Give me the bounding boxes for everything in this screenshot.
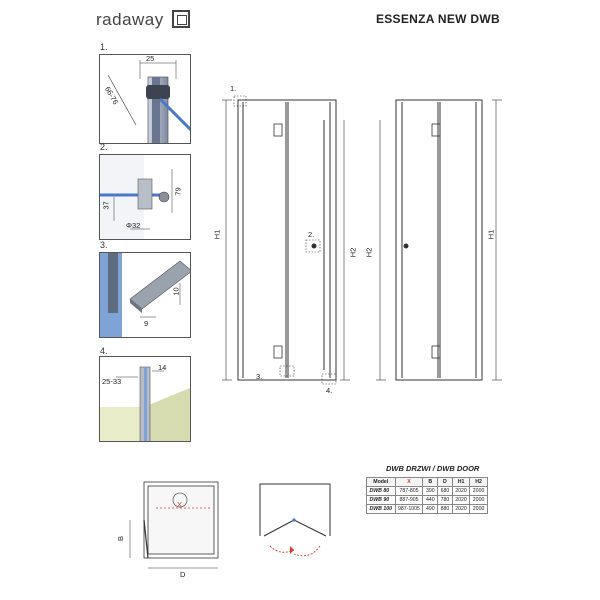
detail-4-illustration (100, 366, 190, 441)
detail-1-panel: 25 66-76 (99, 54, 191, 144)
cell-b: 390 (422, 486, 439, 496)
table-header-row: Model X B D H1 H2 (366, 477, 488, 487)
brand-logo: radaway (96, 10, 164, 29)
cell-x: 887-905 (394, 495, 424, 505)
elevation-svg (222, 95, 502, 385)
cell-d: 780 (437, 495, 453, 505)
dim-h1-right: H1 (486, 229, 496, 240)
detail-3-illustration (100, 253, 190, 337)
detail-2-panel: 37 79 Φ32 (99, 154, 191, 240)
door-swing-svg (259, 483, 331, 557)
detail-4-label-b: 14 (158, 363, 167, 372)
cell-h1: 2020 (451, 504, 471, 514)
cell-b: 440 (422, 495, 439, 505)
main-elevation-drawing: 1. 2. 3. 4. H1 H2 H2 H1 (210, 80, 510, 400)
dim-h2-right: H2 (364, 247, 374, 258)
detail-1-step: 1. (100, 42, 108, 52)
brand-logo-icon (172, 10, 190, 28)
product-title: ESSENZA NEW DWB (375, 12, 500, 26)
col-header-model: Model (366, 477, 396, 487)
cell-h2: 2000 (469, 495, 488, 505)
detail-2-step: 2. (100, 142, 108, 152)
plan-view-top: X B D (110, 476, 230, 586)
callout-2: 2. (308, 230, 315, 239)
cell-h2: 2000 (469, 486, 488, 496)
callout-1: 1. (230, 84, 237, 93)
cell-x: 787-805 (394, 486, 424, 496)
table-row: DWB 100 987-1005 490 880 2020 2000 (366, 504, 488, 514)
detail-3-panel: 10 9 (99, 252, 191, 338)
col-header-d: D (437, 477, 453, 487)
col-header-h2: H2 (469, 477, 488, 487)
plan-x-label: X (177, 500, 183, 509)
cell-x: 987-1005 (394, 504, 424, 514)
cell-model: DWB 90 (366, 495, 396, 505)
col-header-b: B (422, 477, 439, 487)
table-title: DWB DRZWI / DWB DOOR (386, 464, 480, 473)
callout-4: 4. (326, 386, 333, 395)
detail-2-label-b: 79 (173, 187, 183, 196)
plan-b-label: B (116, 535, 126, 542)
cell-model: DWB 80 (366, 486, 396, 496)
cell-d: 680 (437, 486, 453, 496)
detail-4-panel: 25-33 14 (99, 356, 191, 442)
cell-d: 880 (437, 504, 453, 514)
detail-3-label-b: 9 (144, 319, 149, 328)
col-header-x: X (394, 477, 424, 487)
detail-2-illustration (100, 155, 173, 239)
table-row: DWB 90 887-905 440 780 2020 2000 (366, 495, 488, 505)
detail-4-label-a: 25-33 (102, 377, 122, 386)
dim-h1-left: H1 (212, 229, 222, 240)
detail-1-illustration (107, 60, 190, 143)
dim-h2-left: H2 (348, 247, 358, 258)
plan-view-svg (129, 481, 219, 569)
detail-2-label-a: 37 (101, 201, 111, 210)
cell-h1: 2020 (451, 486, 471, 496)
detail-4-step: 4. (100, 346, 108, 356)
detail-3-label-a: 10 (171, 287, 181, 296)
cell-h2: 2000 (469, 504, 488, 514)
cell-model: DWB 100 (366, 504, 396, 514)
table-row: DWB 80 787-805 390 680 2020 2000 (366, 486, 488, 496)
detail-1-label-top: 25 (146, 54, 155, 63)
callout-3: 3. (256, 372, 263, 381)
plan-d-label: D (180, 570, 186, 579)
cell-b: 490 (422, 504, 439, 514)
spec-table: Model X B D H1 H2 DWB 80 787-805 390 680… (366, 477, 488, 514)
door-swing-view (250, 476, 350, 576)
col-header-h1: H1 (451, 477, 471, 487)
cell-h1: 2020 (451, 495, 471, 505)
detail-2-label-dia: Φ32 (126, 221, 141, 230)
detail-3-step: 3. (100, 240, 108, 250)
